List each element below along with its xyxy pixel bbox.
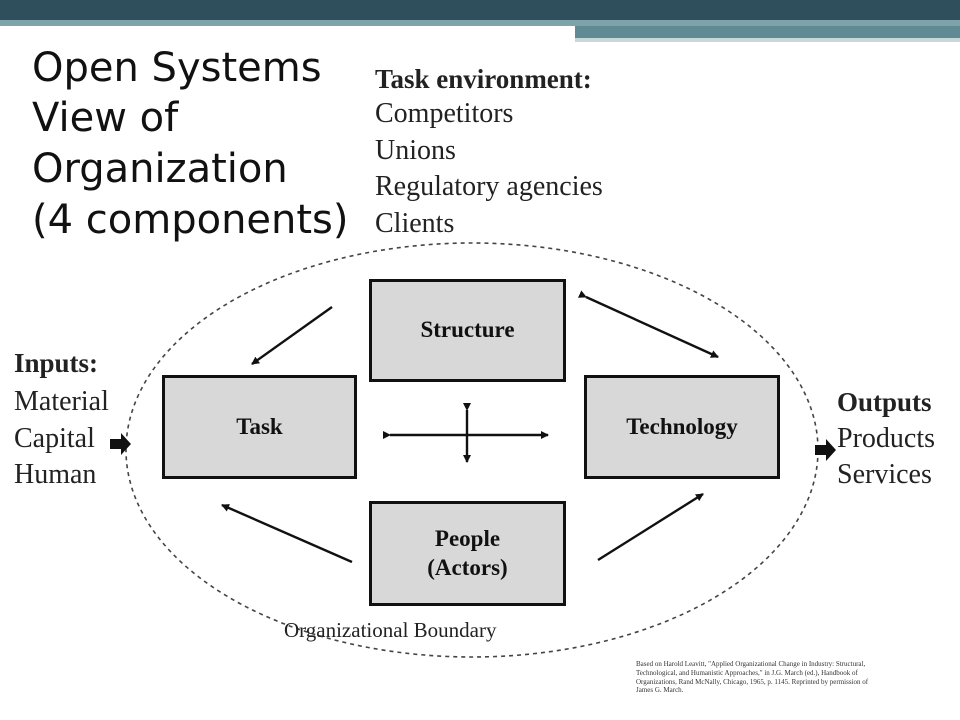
input-arrow-icon	[110, 433, 131, 455]
outputs-item: Products	[837, 423, 935, 454]
top-bar-dark	[0, 0, 960, 20]
arrow-people-task	[221, 503, 353, 564]
top-bar-accent-thin	[575, 38, 960, 42]
outputs-heading: Outputs	[837, 387, 932, 417]
output-arrow-icon	[815, 439, 836, 461]
inputs-heading: Inputs:	[14, 348, 99, 378]
task-box: Task	[162, 375, 357, 479]
task-environment-heading: Task environment:	[375, 64, 592, 94]
task-label: Task	[236, 413, 283, 439]
technology-box: Technology	[584, 375, 780, 479]
organizational-boundary-label: Organizational Boundary	[284, 618, 497, 642]
outputs-item: Services	[837, 459, 932, 490]
structure-box: Structure	[369, 279, 566, 382]
arrow-people-technology	[597, 492, 704, 562]
people-box: People (Actors)	[369, 501, 566, 606]
inputs-item: Material	[14, 386, 109, 417]
source-citation: Based on Harold Leavitt, "Applied Organi…	[636, 660, 869, 695]
arrow-structure-technology	[577, 290, 719, 359]
people-label-line-2: (Actors)	[427, 554, 508, 580]
top-bar-teal	[0, 20, 960, 26]
task-environment-item: Clients	[375, 208, 455, 239]
technology-label: Technology	[626, 413, 738, 439]
people-label-line-1: People	[434, 525, 501, 551]
slide-title-line-1: Open Systems	[32, 45, 322, 91]
inputs-item: Human	[14, 459, 97, 490]
task-environment-item: Regulatory agencies	[375, 171, 603, 202]
structure-label: Structure	[420, 317, 515, 343]
arrow-task-structure	[251, 306, 333, 365]
inputs-item: Capital	[14, 423, 95, 454]
slide-title-line-4: (4 components)	[32, 197, 349, 243]
slide-title-line-3: Organization	[32, 146, 288, 192]
slide-title-line-2: View of	[32, 95, 179, 141]
task-environment-item: Competitors	[375, 98, 514, 129]
task-environment-item: Unions	[375, 135, 456, 166]
top-bar-accent-right	[575, 26, 960, 38]
